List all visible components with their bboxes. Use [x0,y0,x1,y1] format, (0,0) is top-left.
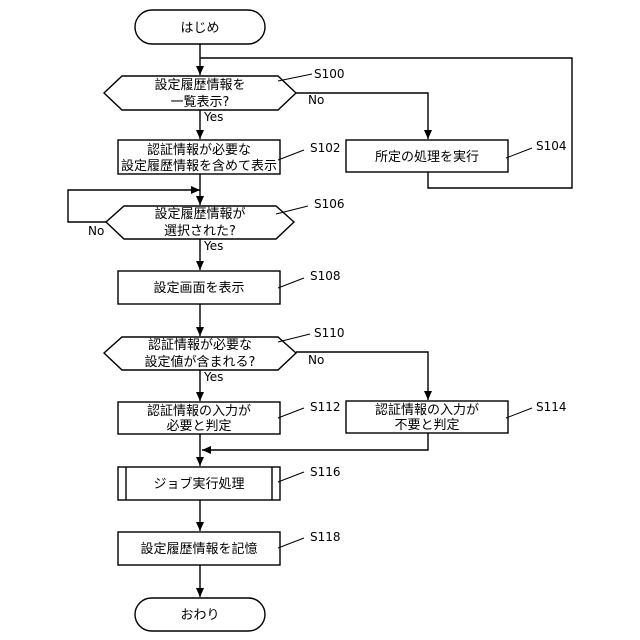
s112-label-leader [278,408,304,418]
arrow-s114-merge [202,433,428,450]
process-s108: 設定画面を表示 [118,271,280,304]
s108-text: 設定画面を表示 [153,280,244,296]
decision-s100: 設定履歴情報を 一覧表示? [104,76,296,110]
s106-label: S106 [314,197,345,211]
process-s118: 設定履歴情報を記憶 [118,532,280,565]
s112-line2: 必要と判定 [166,419,231,434]
s110-label: S110 [314,326,345,340]
predefined-process-s116: ジョブ実行処理 [118,467,280,500]
process-s102: 認証情報が必要な 設定履歴情報を含めて表示 [118,140,280,174]
s106-line1: 設定履歴情報が [154,206,245,222]
s114-line1: 認証情報の入力が [375,402,479,418]
connectors [68,44,572,597]
start-terminator: はじめ [135,10,265,44]
s116-text: ジョブ実行処理 [153,476,244,492]
process-s104: 所定の処理を実行 [346,140,508,172]
s110-no-label: No [308,353,324,367]
s102-label: S102 [310,141,341,155]
s114-line2: 不要と判定 [394,418,459,433]
s108-label-leader [278,278,304,288]
s110-yes-label: Yes [203,370,223,384]
start-text: はじめ [180,21,219,36]
s100-label: S100 [314,67,345,81]
s116-label-leader [278,472,304,482]
s116-label: S116 [310,465,341,479]
s100-yes-label: Yes [203,110,223,124]
s118-label: S118 [310,530,341,544]
s106-line2: 選択された? [164,224,236,239]
decision-s110: 認証情報が必要な 設定値が含まれる? [104,337,296,370]
s118-text: 設定履歴情報を記憶 [140,541,257,557]
s112-line1: 認証情報の入力が [147,403,251,419]
s106-yes-label: Yes [203,239,223,253]
s118-label-leader [278,538,304,548]
s104-label-leader [506,148,532,158]
end-text: おわり [180,608,219,623]
s108-label: S108 [310,269,341,283]
s110-label-leader [278,334,310,342]
s114-label-leader [506,408,532,418]
s100-line1: 設定履歴情報を [154,77,245,93]
process-s112: 認証情報の入力が 必要と判定 [118,402,280,434]
s112-label: S112 [310,400,341,414]
s104-label: S104 [536,139,567,153]
s100-line2: 一覧表示? [171,94,230,110]
end-terminator: おわり [135,598,265,631]
s102-label-leader [278,150,304,160]
decision-s106: 設定履歴情報が 選択された? [106,206,294,239]
s102-line1: 認証情報が必要な [147,142,251,158]
process-s114: 認証情報の入力が 不要と判定 [346,401,508,433]
s104-text: 所定の処理を実行 [375,149,479,165]
s100-label-leader [278,74,312,81]
s114-label: S114 [536,400,567,414]
s106-no-label: No [88,224,104,238]
s100-no-label: No [308,93,324,107]
s110-line2: 設定値が含まれる? [145,354,256,370]
s102-line2: 設定履歴情報を含めて表示 [121,158,277,174]
s110-line1: 認証情報が必要な [148,337,252,353]
